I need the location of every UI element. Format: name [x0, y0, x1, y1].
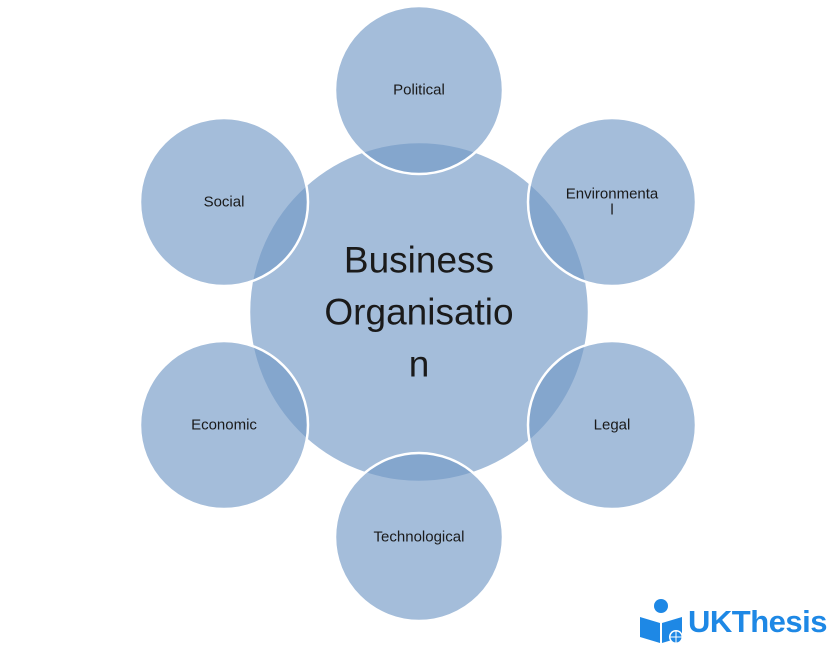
center-label-line: n [409, 344, 430, 385]
environmental-circle [526, 116, 698, 288]
economic-circle [138, 339, 310, 511]
technological-circle [333, 451, 505, 623]
social-label-line: Social [204, 194, 245, 211]
political-circle [333, 4, 505, 176]
political-label-line: Political [393, 82, 445, 99]
logo-text-thesis: Thesis [731, 604, 828, 639]
ukthesis-logo: UKThesis [636, 597, 828, 647]
political-label: Political [393, 82, 445, 99]
reader-book-globe-icon [640, 599, 683, 644]
center-label-line: Business [344, 240, 494, 281]
logo-text-uk: UK [688, 604, 732, 639]
legal-circle [526, 339, 698, 511]
economic-label-line: Economic [191, 417, 257, 434]
legal-label: Legal [594, 417, 631, 434]
logo-text: UKThesis [688, 604, 828, 640]
environmental-label-line: l [610, 202, 613, 219]
environmental-label-line: Environmenta [566, 186, 659, 203]
center-label-line: Organisatio [324, 292, 513, 333]
diagram-circles [138, 4, 698, 623]
technological-label-line: Technological [374, 529, 465, 546]
economic-label: Economic [191, 417, 257, 434]
legal-label-line: Legal [594, 417, 631, 434]
technological-label: Technological [374, 529, 465, 546]
social-circle [138, 116, 310, 288]
social-label: Social [204, 194, 245, 211]
